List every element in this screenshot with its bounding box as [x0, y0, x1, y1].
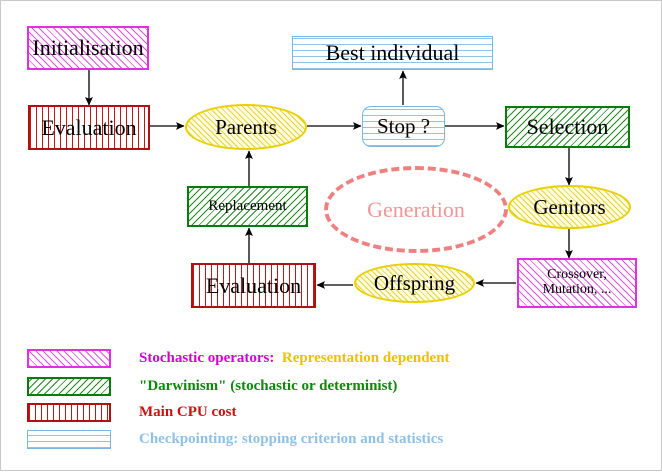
node-stop[interactable]: Stop ? [362, 106, 445, 147]
node-genitors-label: Genitors [533, 194, 606, 219]
legend-swatch-blue-horizontal-lines-icon [27, 429, 111, 449]
node-best-individual-label: Best individual [325, 40, 460, 66]
legend-text-cpu-cost: Main CPU cost [139, 403, 237, 420]
node-parents[interactable]: Parents [185, 104, 307, 150]
node-stop-label: Stop ? [376, 114, 431, 139]
node-offspring-label: Offspring [373, 270, 456, 295]
legend: Stochastic operators: Representation dep… [1, 337, 662, 457]
legend-text-stochastic-secondary: Representation dependent [281, 349, 450, 366]
node-evaluation-top-label: Evaluation [41, 114, 137, 140]
legend-text-checkpointing: Checkpointing: stopping criterion and st… [139, 430, 444, 447]
legend-text-darwinism: "Darwinism" (stochastic or determinist) [139, 377, 398, 394]
node-offspring[interactable]: Offspring [354, 263, 475, 303]
node-replacement-label: Replacement [208, 197, 287, 214]
legend-text-stochastic-primary: Stochastic operators: [139, 349, 275, 366]
legend-text-stochastic: Stochastic operators: Representation dep… [139, 350, 450, 367]
node-selection-label: Selection [526, 114, 609, 140]
node-selection[interactable]: Selection [505, 106, 630, 148]
legend-row-cpu-cost: Main CPU cost [27, 401, 237, 423]
node-generation: Generation [324, 166, 508, 253]
node-evaluation-bottom[interactable]: Evaluation [191, 263, 316, 308]
node-initialisation[interactable]: Initialisation [27, 26, 149, 70]
node-evaluation-top[interactable]: Evaluation [28, 105, 150, 150]
node-genitors[interactable]: Genitors [508, 185, 631, 229]
node-crossover-mutation[interactable]: Crossover, Mutation, ... [517, 258, 637, 308]
node-evaluation-bottom-label: Evaluation [205, 272, 302, 298]
node-crossover-line1: Crossover, [547, 267, 607, 283]
node-crossover-line2: Mutation, ... [542, 282, 612, 297]
legend-row-checkpointing: Checkpointing: stopping criterion and st… [27, 428, 443, 450]
legend-swatch-red-vertical-lines-icon [27, 402, 111, 422]
node-parents-label: Parents [215, 114, 277, 139]
legend-swatch-green-diagonal-hatch-icon [27, 376, 111, 396]
legend-swatch-magenta-diagonal-hatch-icon [27, 348, 111, 368]
legend-row-stochastic: Stochastic operators: Representation dep… [27, 347, 450, 369]
node-generation-label: Generation [367, 196, 465, 222]
node-replacement[interactable]: Replacement [187, 186, 308, 227]
legend-row-darwinism: "Darwinism" (stochastic or determinist) [27, 375, 397, 397]
node-best-individual[interactable]: Best individual [292, 36, 493, 70]
node-initialisation-label: Initialisation [32, 35, 144, 61]
